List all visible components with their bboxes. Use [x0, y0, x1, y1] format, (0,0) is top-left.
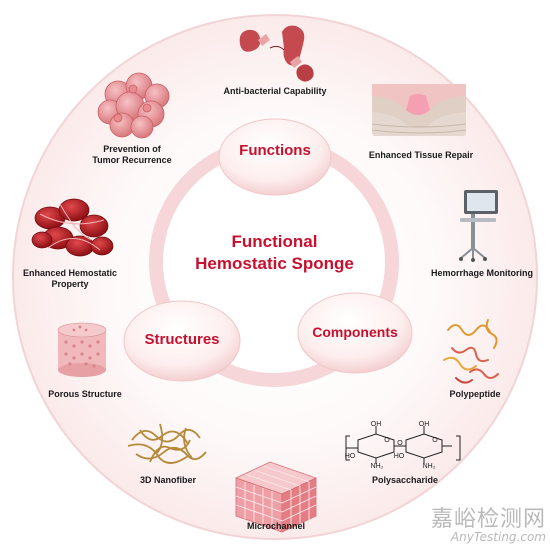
hemostatic-label-line1: Enhanced Hemostatic — [22, 268, 118, 278]
polypeptide-illustration — [443, 319, 499, 384]
bacteria-illustration — [239, 25, 314, 82]
chem-oh-top-right: OH — [418, 421, 430, 428]
center-title-line1: Functional — [231, 232, 318, 251]
chem-o-ring-left: O — [384, 437, 390, 444]
hemostatic-rbc-illustration — [31, 198, 114, 257]
microchannel-illustration — [234, 461, 318, 533]
porous-cylinder-illustration — [57, 322, 107, 377]
chem-o-link: O — [397, 440, 403, 447]
tumor-label-line2: Tumor Recurrence — [92, 155, 172, 165]
anti-bacterial-label: Anti-bacterial Capability — [223, 86, 327, 96]
center-title: Functional Hemostatic Sponge — [172, 231, 377, 275]
chem-ho-left: HO — [344, 453, 356, 460]
watermark-en: AnyTesting.com — [450, 530, 546, 544]
monitor-illustration — [459, 190, 498, 262]
tumor-label: Prevention of Tumor Recurrence — [72, 144, 192, 166]
polypeptide-label: Polypeptide — [449, 389, 501, 399]
nanofiber-label: 3D Nanofiber — [139, 475, 196, 485]
components-oval — [297, 292, 413, 374]
hemorrhage-monitoring-label: Hemorrhage Monitoring — [430, 268, 533, 278]
microchannel-label: Microchannel — [246, 521, 305, 531]
polysaccharide-illustration — [345, 426, 461, 464]
porous-structure-label: Porous Structure — [48, 389, 122, 399]
chem-ho-mid: HO — [393, 453, 405, 460]
chem-nh2-right: NH₂ — [422, 463, 436, 470]
chem-o-ring-right: O — [432, 437, 438, 444]
watermark-cn: 嘉峪检测网 — [430, 507, 546, 532]
tissue-repair-illustration — [371, 84, 467, 136]
chem-oh-top-left: OH — [370, 421, 382, 428]
functions-oval — [218, 118, 332, 196]
polysaccharide-label: Polysaccharide — [371, 475, 439, 485]
tissue-repair-label: Enhanced Tissue Repair — [368, 150, 474, 160]
nanofiber-illustration — [127, 423, 207, 464]
tumor-label-line1: Prevention of — [103, 144, 161, 154]
structures-label: Structures — [144, 331, 220, 348]
chem-nh2-left: NH₂ — [370, 463, 384, 470]
hemostatic-label-line2: Property — [51, 279, 89, 289]
tumor-cluster-illustration — [97, 72, 170, 139]
functions-label: Functions — [239, 142, 311, 159]
center-title-line2: Hemostatic Sponge — [195, 254, 354, 273]
hemostatic-label: Enhanced Hemostatic Property — [10, 268, 130, 290]
components-label: Components — [312, 324, 398, 340]
structures-oval — [123, 300, 241, 382]
